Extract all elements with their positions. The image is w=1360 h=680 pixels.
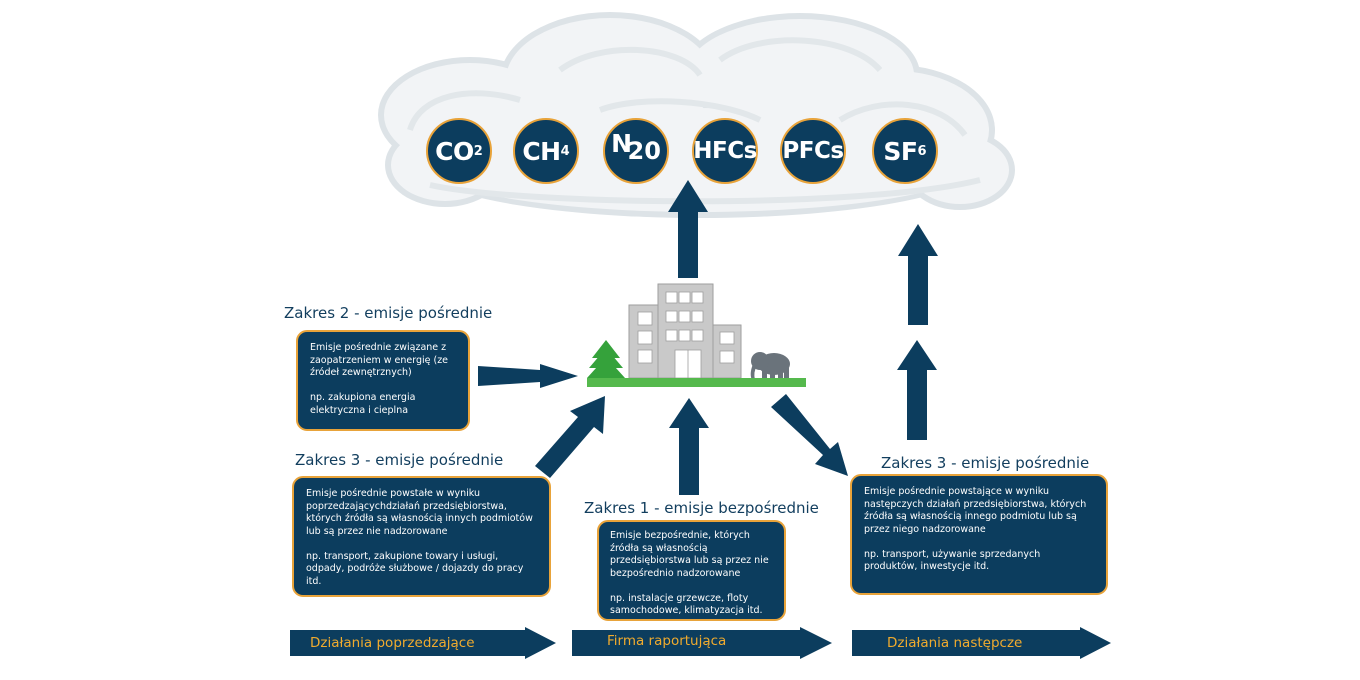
flow-label-downstream: Działania następcze [887, 635, 1023, 651]
gas-formula: CH [522, 136, 561, 166]
gas-formula: PFCs [782, 138, 844, 164]
flow-label-reporting: Firma raportująca [607, 633, 727, 649]
gas-formula: HFCs [693, 138, 757, 164]
scope1-description: Emisje bezpośrednie, których źródła są w… [610, 530, 769, 579]
scope3-upstream-description: Emisje pośrednie powstałe w wyniku poprz… [306, 488, 533, 537]
arrow-scope3-upstream [535, 396, 605, 478]
arrow-scope3-downstream [771, 394, 848, 476]
gas-subscript: 20 [627, 137, 661, 165]
scope2-description: Emisje pośrednie związane z zaopatrzenie… [310, 342, 449, 378]
arrow-scope2 [478, 364, 578, 388]
cloud [378, 12, 1015, 218]
arrow-up-to-gases [668, 180, 708, 278]
scope2-box: Emisje pośrednie związane z zaopatrzenie… [296, 330, 470, 431]
gas-formula: SF [883, 136, 918, 166]
gas-subscript: 6 [917, 143, 927, 159]
gas-formula: CO [435, 136, 474, 166]
scope3-upstream-box: Emisje pośrednie powstałe w wyniku poprz… [292, 476, 551, 597]
arrows [478, 180, 938, 495]
scope2-example: np. zakupiona energia elektryczna i ciep… [310, 392, 416, 416]
pfcs-circle: PFCs [780, 118, 846, 184]
arrow-scope1 [669, 398, 709, 495]
arrow-up-right-bottom [897, 340, 937, 440]
scope2-heading: Zakres 2 - emisje pośrednie [284, 304, 493, 322]
flow-arrows [290, 627, 1111, 659]
flow-arrow-reporting [572, 627, 832, 659]
flow-label-upstream: Działania poprzedzające [310, 635, 475, 651]
gas-subscript: 4 [560, 143, 570, 159]
flow-arrow-downstream [852, 627, 1111, 659]
scope1-heading: Zakres 1 - emisje bezpośrednie [584, 499, 819, 517]
arrow-up-right-top [898, 224, 938, 325]
gas-formula: N [611, 128, 632, 158]
hfcs-circle: HFCs [692, 118, 758, 184]
company-building-scene [587, 283, 806, 387]
scope3-upstream-heading: Zakres 3 - emisje pośrednie [295, 451, 504, 469]
scope3-downstream-heading: Zakres 3 - emisje pośrednie [881, 454, 1090, 472]
scope3-downstream-box: Emisje pośrednie powstające w wyniku nas… [850, 474, 1108, 595]
scope1-example: np. instalacje grzewcze, floty samochodo… [610, 592, 763, 617]
scope3-downstream-description: Emisje pośrednie powstające w wyniku nas… [864, 486, 1087, 535]
scope1-box: Emisje bezpośrednie, których źródła są w… [597, 520, 786, 621]
gas-subscript: 2 [473, 143, 483, 159]
scope3-downstream-example: np. transport, używanie sprzedanych prod… [864, 548, 1041, 573]
flow-arrow-upstream [290, 627, 556, 659]
scope3-upstream-example: np. transport, zakupione towary i usługi… [306, 550, 524, 587]
